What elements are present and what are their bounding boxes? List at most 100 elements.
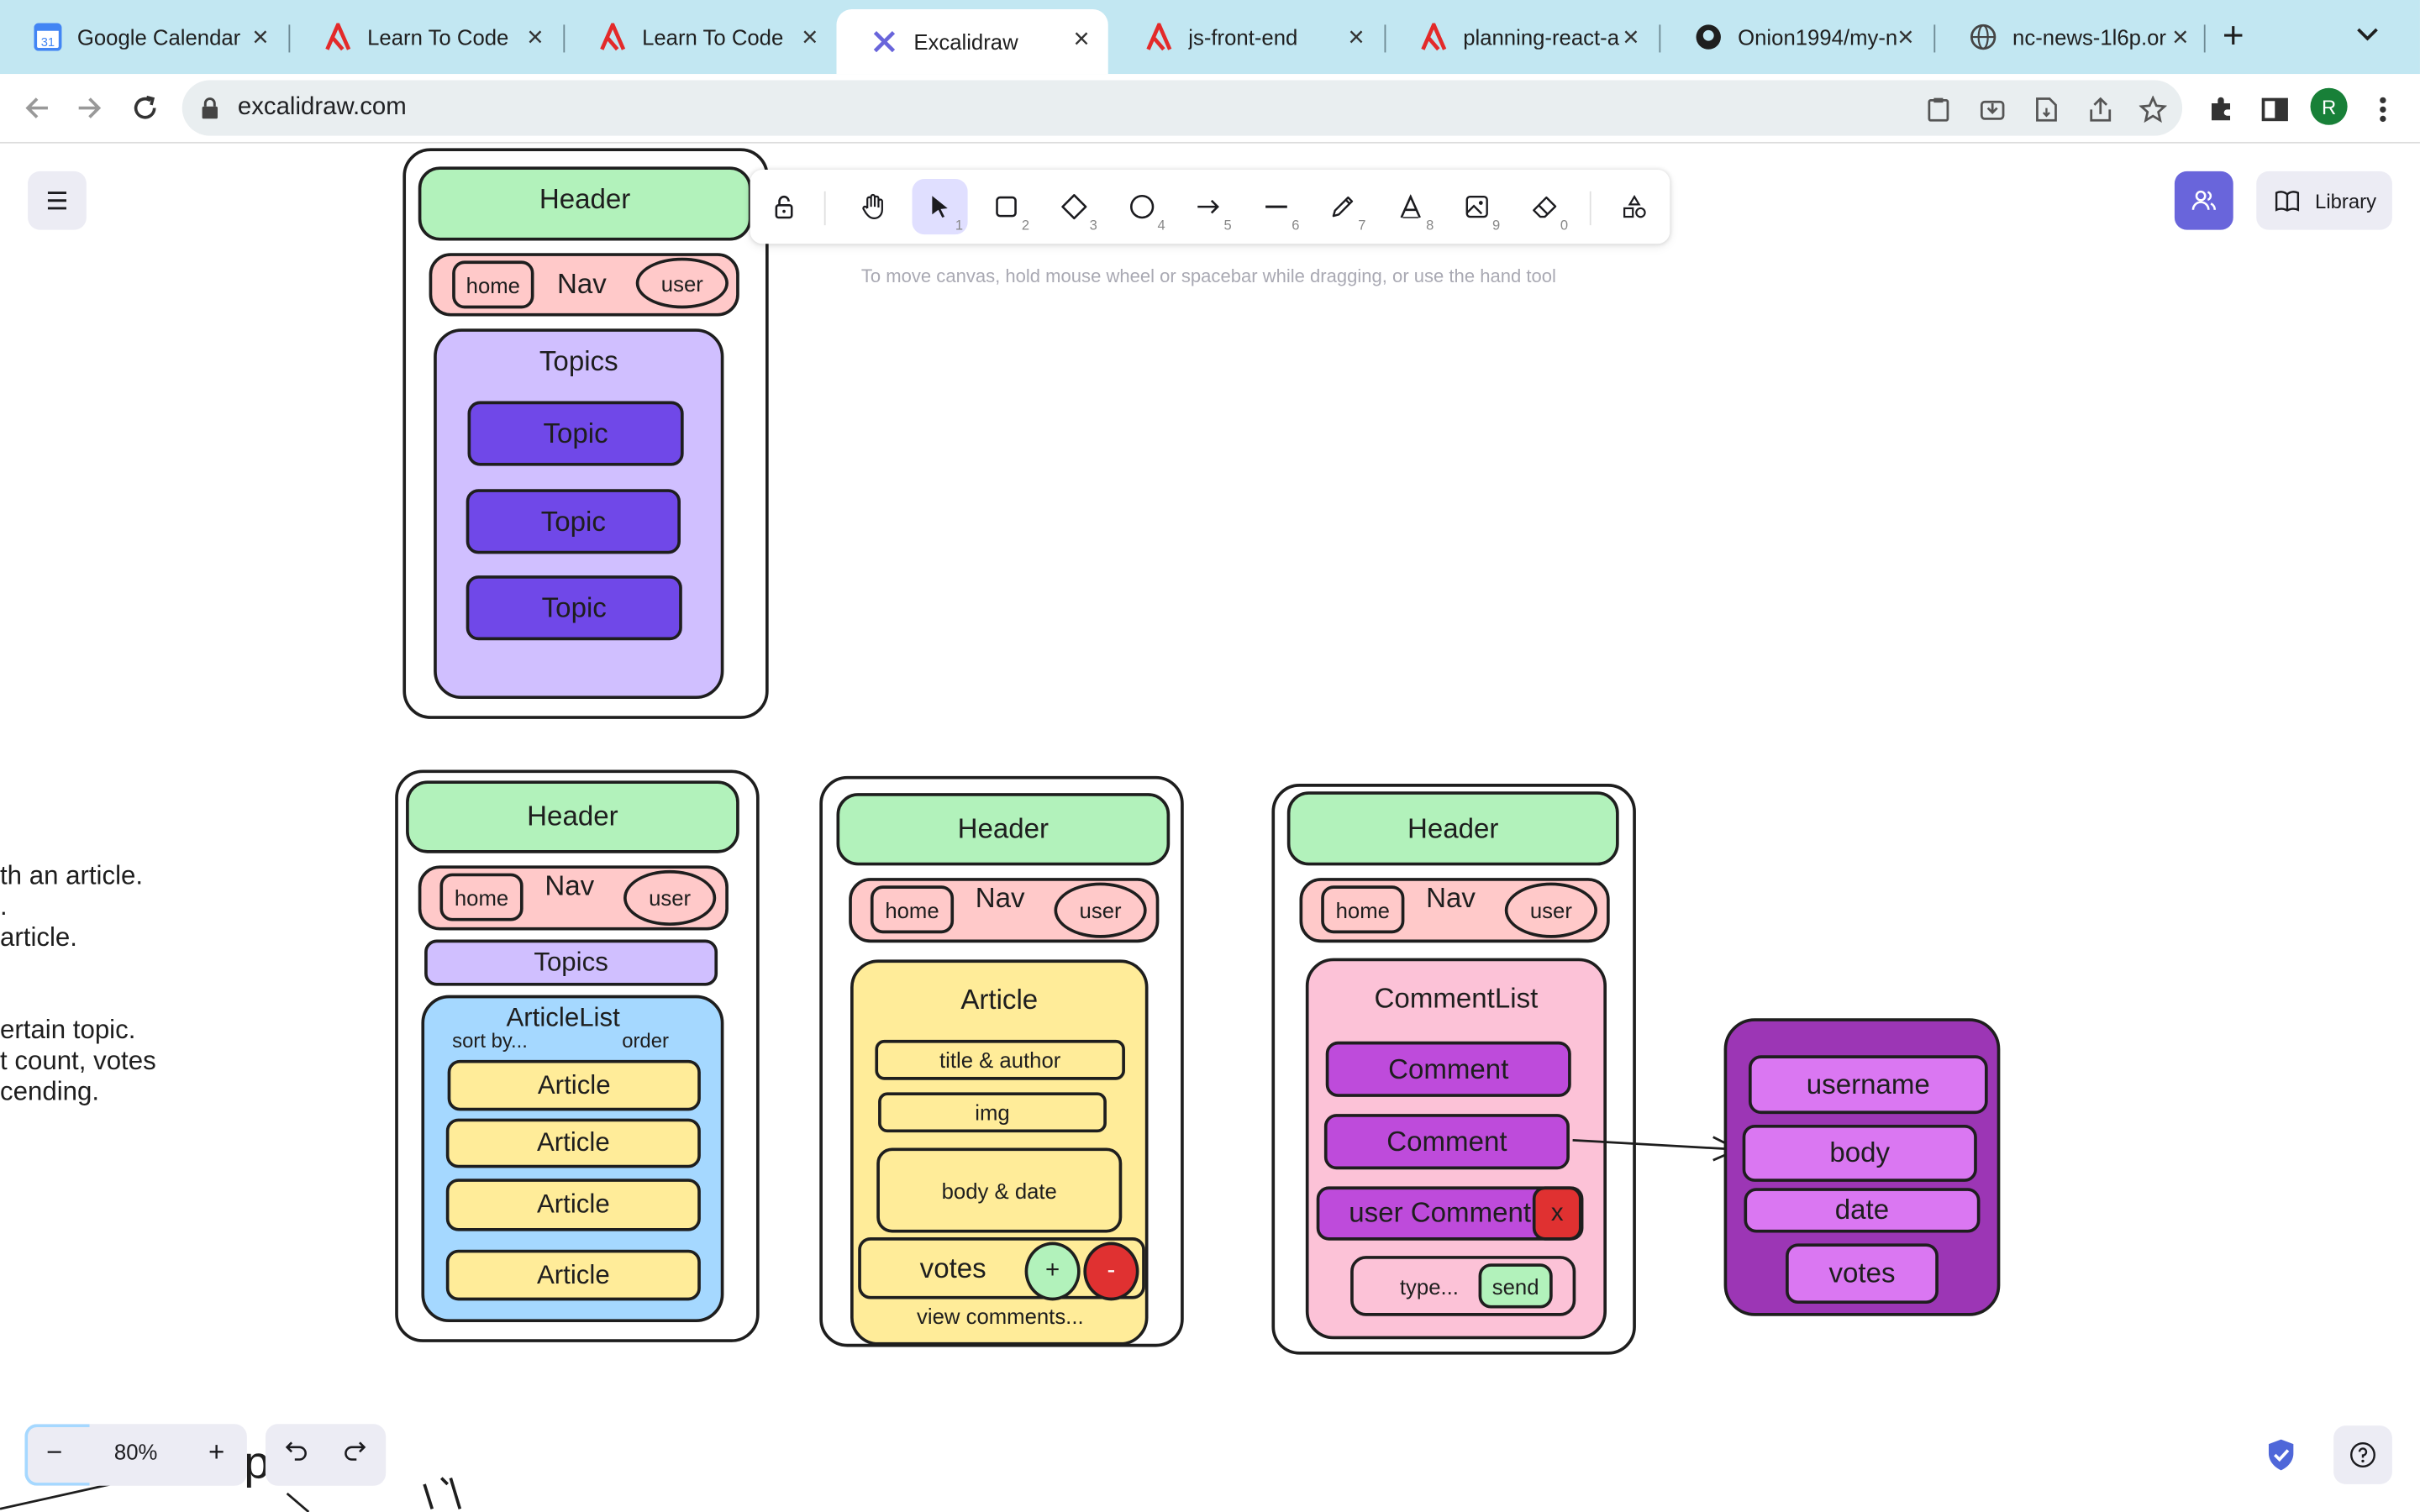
upvote-button[interactable]: +	[1024, 1242, 1081, 1301]
view-comments-link[interactable]: view comments...	[916, 1304, 1084, 1329]
rectangle-tool[interactable]: 2	[978, 179, 1034, 234]
close-tab-icon[interactable]: ×	[2172, 21, 2189, 53]
eraser-tool[interactable]: 0	[1517, 179, 1572, 234]
tab-google-calendar[interactable]: 31 Google Calendar ×	[0, 0, 287, 74]
article-card[interactable]: Article	[445, 1249, 701, 1301]
article-card[interactable]: Article	[445, 1179, 701, 1231]
user-button[interactable]: user	[635, 257, 729, 309]
close-tab-icon[interactable]: ×	[1073, 23, 1090, 55]
article-card[interactable]: Article	[445, 1118, 701, 1168]
order-dropdown[interactable]: order	[622, 1029, 669, 1053]
tab-excalidraw[interactable]: Excalidraw ×	[836, 9, 1108, 75]
more-shapes-tool[interactable]	[1607, 179, 1662, 234]
arrow-tool[interactable]: 5	[1181, 179, 1236, 234]
bookmark-star-icon[interactable]	[2138, 94, 2169, 125]
note-text: th an article.	[0, 860, 144, 890]
diamond-tool[interactable]: 3	[1046, 179, 1102, 234]
header-box[interactable]: Header	[836, 793, 1171, 866]
ellipse-tool[interactable]: 4	[1114, 179, 1170, 234]
user-comment-item[interactable]: user Comment	[1316, 1186, 1584, 1241]
note-text: .	[0, 891, 8, 921]
selection-tool[interactable]: 1	[912, 179, 968, 235]
forward-button[interactable]	[68, 87, 111, 129]
arrow-connector[interactable]	[1566, 1129, 1744, 1166]
help-button[interactable]	[2333, 1425, 2392, 1484]
home-button[interactable]: home	[1321, 885, 1405, 934]
tab-planning-react[interactable]: planning-react-a ×	[1386, 0, 1657, 74]
text-tool[interactable]: 8	[1383, 179, 1439, 234]
article-card[interactable]: Article	[447, 1059, 701, 1111]
home-button[interactable]: home	[452, 260, 534, 309]
send-button[interactable]: send	[1478, 1263, 1553, 1309]
extensions-icon[interactable]	[2204, 92, 2238, 126]
encryption-shield-icon[interactable]	[2265, 1438, 2296, 1480]
live-collaboration-button[interactable]	[2174, 171, 2233, 230]
tab-separator	[2203, 24, 2206, 53]
lock-icon[interactable]	[201, 97, 219, 127]
zoom-out-button[interactable]: −	[46, 1436, 63, 1467]
clipboard-icon[interactable]	[1923, 94, 1954, 125]
browser-menu-icon[interactable]	[2366, 92, 2400, 126]
northcoders-icon	[1145, 23, 1173, 51]
tab-github[interactable]: Onion1994/my-n ×	[1660, 0, 1932, 74]
close-tab-icon[interactable]: ×	[252, 21, 269, 53]
nav-label: Nav	[975, 882, 1025, 914]
downvote-button[interactable]: -	[1083, 1242, 1139, 1301]
close-tab-icon[interactable]: ×	[1623, 21, 1639, 53]
user-button[interactable]: user	[623, 869, 717, 927]
topics-bar[interactable]: Topics	[424, 939, 718, 986]
undo-button[interactable]	[284, 1440, 308, 1467]
sidebar-icon[interactable]	[2258, 92, 2291, 126]
image-field: img	[878, 1092, 1107, 1133]
tab-learn-to-code[interactable]: Learn To Code ×	[290, 0, 561, 74]
new-tab-button[interactable]: +	[2222, 15, 2244, 57]
zoom-level[interactable]: 80%	[113, 1439, 158, 1465]
close-tab-icon[interactable]: ×	[802, 21, 818, 53]
zoom-in-button[interactable]: +	[208, 1436, 225, 1467]
close-tab-icon[interactable]: ×	[1348, 21, 1365, 53]
hand-icon	[862, 193, 883, 219]
tab-nc-news[interactable]: nc-news-1l6p.or ×	[1935, 0, 2207, 74]
address-bar[interactable]: excalidraw.com	[182, 80, 2183, 136]
header-box[interactable]: Header	[418, 166, 752, 241]
close-tab-icon[interactable]: ×	[527, 21, 544, 53]
tab-js-front-end[interactable]: js-front-end ×	[1111, 0, 1382, 74]
user-button[interactable]: user	[1054, 882, 1147, 938]
pencil-tool[interactable]: 7	[1315, 179, 1370, 234]
back-button[interactable]	[15, 87, 58, 129]
comment-item[interactable]: Comment	[1323, 1114, 1570, 1170]
redo-button[interactable]	[343, 1440, 367, 1467]
share-icon[interactable]	[2085, 94, 2116, 125]
topic-item[interactable]: Topic	[466, 489, 681, 554]
sort-by-dropdown[interactable]: sort by...	[452, 1029, 528, 1053]
comment-item[interactable]: Comment	[1325, 1041, 1571, 1097]
topic-item[interactable]: Topic	[467, 401, 684, 466]
book-icon	[2275, 191, 2300, 212]
library-button[interactable]: Library	[2256, 171, 2392, 230]
topic-item[interactable]: Topic	[466, 575, 682, 641]
lock-tool[interactable]	[756, 179, 812, 234]
tool-shortcut: 8	[1426, 217, 1434, 234]
home-button[interactable]: home	[870, 885, 955, 934]
home-button[interactable]: home	[439, 873, 523, 921]
close-tab-icon[interactable]: ×	[1897, 21, 1914, 53]
user-button[interactable]: user	[1504, 882, 1597, 938]
hand-tool[interactable]	[846, 179, 902, 234]
reload-button[interactable]	[124, 87, 166, 129]
image-tool[interactable]: 9	[1449, 179, 1505, 234]
main-menu-button[interactable]	[28, 171, 87, 230]
header-box[interactable]: Header	[406, 780, 739, 853]
install-app-icon[interactable]	[1977, 94, 2008, 125]
tab-search-icon[interactable]	[2355, 22, 2380, 50]
profile-avatar[interactable]: R	[2310, 87, 2348, 125]
delete-comment-button[interactable]: x	[1532, 1186, 1582, 1241]
download-page-icon[interactable]	[2031, 94, 2062, 125]
excalidraw-canvas[interactable]	[0, 143, 2420, 1512]
header-box[interactable]: Header	[1286, 791, 1619, 866]
tab-learn-to-code-2[interactable]: Learn To Code ×	[565, 0, 836, 74]
users-icon	[2191, 190, 2216, 210]
undo-icon	[285, 1441, 307, 1461]
note-text: article.	[0, 922, 77, 953]
line-tool[interactable]: 6	[1249, 179, 1304, 234]
reload-icon	[134, 95, 156, 119]
